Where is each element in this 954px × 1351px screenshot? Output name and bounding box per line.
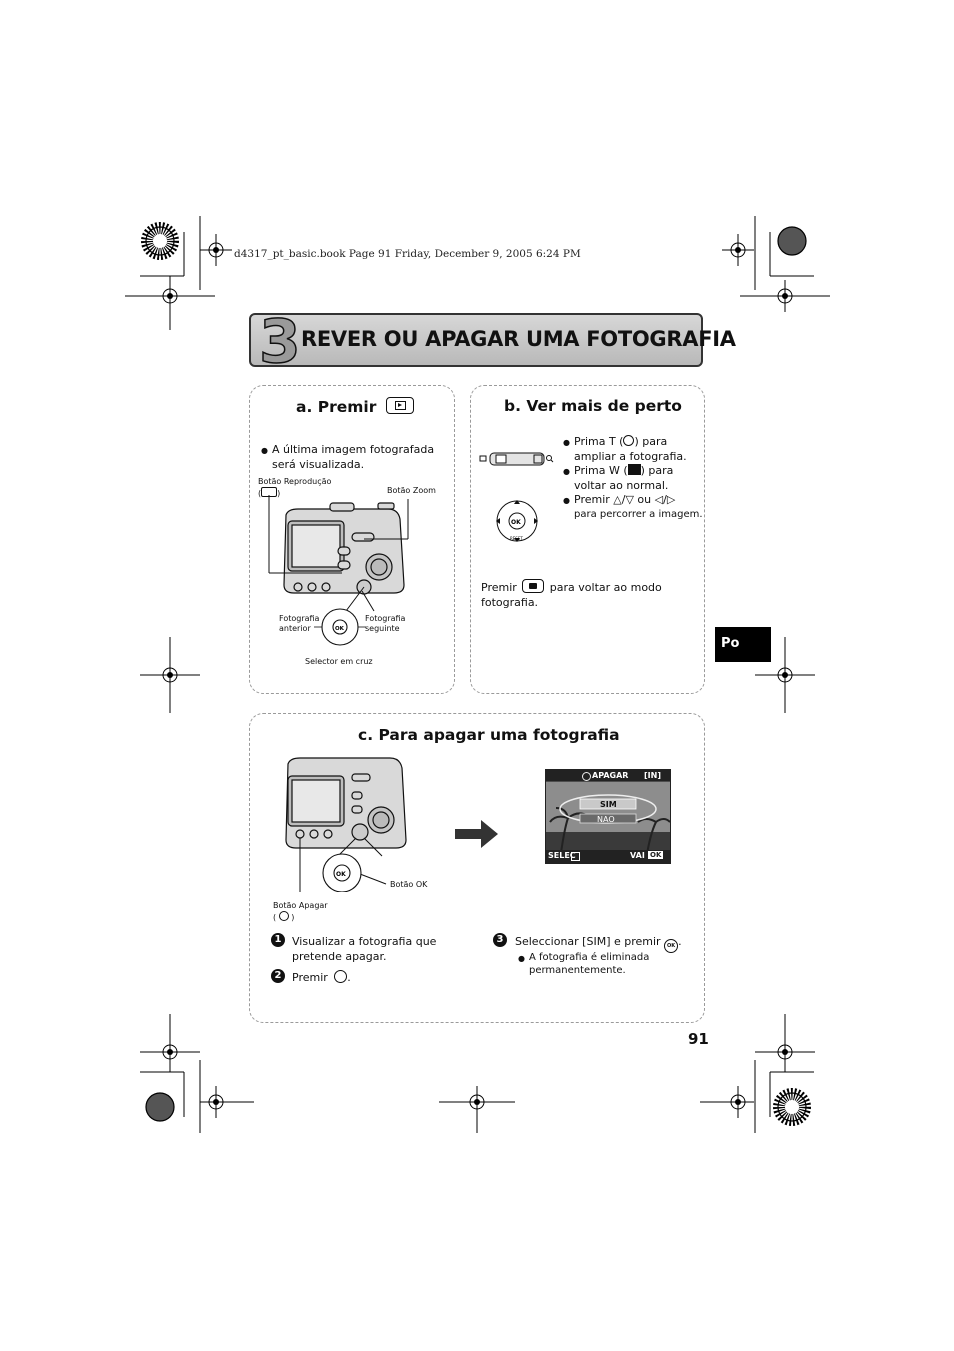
chapter-title: REVER OU APAGAR UMA FOTOGRAFIA (301, 327, 736, 351)
section-b-heading: b. Ver mais de perto (504, 397, 682, 415)
b1-text-b: ) para (634, 435, 668, 448)
screen-select-label: SELEC (548, 851, 576, 860)
file-header: d4317_pt_basic.book Page 91 Friday, Dece… (234, 248, 581, 260)
erase-paren-close: ) (291, 913, 295, 922)
shooting-button-icon (522, 579, 545, 593)
step-3-label: Seleccionar [SIM] e premir (515, 935, 661, 948)
step-1-text: Visualizar a fotografia que pretende apa… (292, 934, 436, 964)
screen-option-no[interactable]: NAO (597, 815, 615, 824)
next-label-line1: Fotografia (365, 614, 406, 623)
step-2-number: 2 (271, 969, 285, 983)
selector-ok-text: OK (511, 519, 521, 526)
selector-reset-text: RESET (510, 536, 523, 541)
playback-label-line1: Botão Reprodução (258, 477, 332, 486)
section-c-heading: c. Para apagar uma fotografia (358, 726, 620, 744)
step-3-number: 3 (493, 933, 507, 947)
step-3-subnote: A fotografia é eliminada permanentemente… (518, 951, 650, 977)
step-1-line2: pretende apagar. (292, 950, 387, 963)
magnifier-icon (623, 435, 635, 446)
erase-label-line1: Botão Apagar (273, 901, 328, 910)
camera-erase-illustration: OK (285, 757, 407, 892)
b1-text-a: Prima T ( (574, 435, 624, 448)
b2-text-a: Prima W ( (574, 464, 628, 477)
section-a-bullet: A última imagem fotografada será visuali… (261, 442, 435, 472)
panel-b (470, 385, 705, 694)
previous-photo-label: Fotografia anterior (279, 614, 319, 634)
step-2-text: Premir . (292, 970, 351, 984)
return-text-c: fotografia. (481, 596, 539, 609)
right-arrow-icon: ▷ (666, 493, 676, 506)
prev-label-line1: Fotografia (279, 614, 320, 623)
section-a-heading: a. Premir (296, 397, 414, 416)
section-a-bullet-line1: A última imagem fotografada (272, 443, 435, 456)
b3-text-scroll: para percorrer a imagem. (574, 509, 703, 520)
page-number: 91 (688, 1030, 709, 1048)
trash-icon (278, 911, 289, 921)
b1-text-c: ampliar a fotografia. (574, 450, 687, 463)
return-text-a: Premir (481, 581, 517, 594)
step-1-line1: Visualizar a fotografia que (292, 935, 437, 948)
ok-circle-icon: OK (664, 939, 679, 953)
step-1-number: 1 (271, 933, 285, 947)
b3-text-a: Premir (574, 493, 614, 506)
panel-c (249, 713, 705, 1023)
section-b-bullet-2: Prima W ( ) para voltar ao normal. (563, 463, 674, 493)
svg-text:OK: OK (336, 871, 346, 878)
screen-ok-badge: OK (648, 851, 664, 859)
erase-button-icon (334, 970, 348, 983)
screen-background-palms (546, 770, 670, 863)
b3-slash-1: / (621, 493, 626, 506)
section-a-heading-text: a. Premir (296, 398, 377, 416)
playback-label-paren-close: ) (277, 489, 281, 498)
up-arrow-icon: △ (613, 493, 622, 506)
left-arrow-icon: ◁ (654, 493, 664, 506)
screen-option-yes[interactable]: SIM (600, 800, 617, 809)
step-3-text: Seleccionar [SIM] e premir OK. (515, 934, 682, 953)
prev-label-line2: anterior (279, 624, 311, 633)
zoom-button-label: Botão Zoom (387, 486, 436, 495)
cross-selector-label: Selector em cruz (305, 657, 373, 666)
b2-text-b: ) para (640, 464, 674, 477)
playback-button-icon (385, 397, 414, 414)
chapter-title-bar: 3 REVER OU APAGAR UMA FOTOGRAFIA (249, 306, 736, 378)
chapter-number: 3 (258, 306, 301, 378)
erase-menu-screen: APAGAR [IN] SIM NAO SELEC VAI OK (545, 769, 671, 864)
screen-title: APAGAR (592, 771, 629, 780)
arrow-right-icon (455, 820, 498, 848)
erase-button-label: Botão Apagar ( ) (273, 901, 328, 923)
ok-button-label: Botão OK (390, 880, 428, 889)
playback-label-paren-open: ( (258, 489, 262, 498)
svg-text:OK: OK (335, 626, 345, 632)
screen-memory-badge: [IN] (644, 771, 661, 780)
next-photo-label: Fotografia seguinte (365, 614, 405, 634)
screen-go-label: VAI (630, 851, 645, 860)
b3-text-ou: ou (633, 493, 655, 506)
b2-text-c: voltar ao normal. (574, 479, 669, 492)
panel-a (249, 385, 455, 694)
return-text-b: para voltar ao modo (549, 581, 662, 594)
screen-select-icon (571, 852, 580, 861)
section-b-bullet-1: Prima T ( ) para ampliar a fotografia. (563, 434, 687, 464)
down-arrow-icon: ▽ (625, 493, 634, 506)
index-grid-icon (627, 464, 641, 475)
section-b-return-text: Premir para voltar ao modo fotografia. (481, 579, 662, 610)
next-label-line2: seguinte (365, 624, 400, 633)
section-b-bullet-3: Premir △/▽ ou ◁/▷ para percorrer a image… (563, 492, 703, 522)
zoom-lever-and-selector-illustration: OK RESET (479, 452, 554, 542)
screen-trash-icon (582, 772, 591, 781)
step-2-label: Premir (292, 971, 328, 984)
step-3-sub-line2: permanentemente. (529, 965, 626, 976)
b3-slash-2: / (663, 493, 667, 506)
erase-paren-open: ( (273, 913, 277, 922)
camera-back-illustration: OK (268, 495, 409, 646)
language-tab: Po (715, 627, 771, 662)
step-3-sub-line1: A fotografia é eliminada (529, 952, 650, 963)
section-a-bullet-line2: será visualizada. (272, 458, 365, 471)
